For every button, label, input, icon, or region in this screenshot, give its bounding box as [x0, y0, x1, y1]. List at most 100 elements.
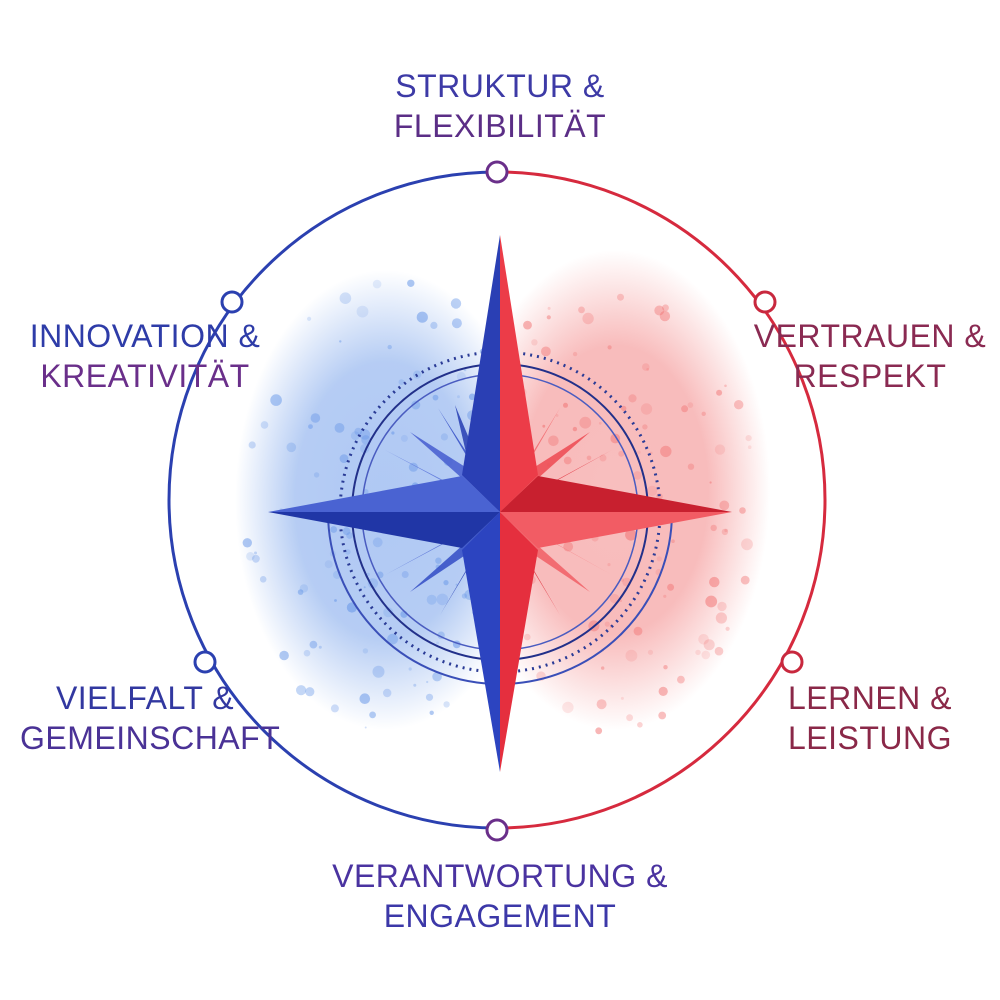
- splash-speckle: [563, 402, 568, 408]
- node-lower-left: [193, 650, 217, 674]
- splash-speckle: [654, 305, 665, 316]
- splash-speckle: [620, 578, 624, 582]
- splash-speckle: [339, 340, 342, 343]
- splash-speckle: [663, 594, 667, 598]
- splash-speckle: [703, 639, 715, 651]
- splash-speckle: [451, 318, 462, 329]
- splash-speckle: [724, 384, 727, 388]
- splash-speckle: [687, 463, 695, 470]
- splash-speckle: [582, 312, 594, 325]
- splash-speckle: [646, 368, 650, 371]
- splash-speckle: [717, 601, 727, 612]
- ray-north-right: [500, 235, 538, 512]
- splash-speckle: [450, 298, 462, 309]
- splash-speckle: [734, 400, 744, 410]
- splash-speckle: [617, 293, 624, 301]
- ray-north-left: [462, 235, 500, 512]
- splash-speckle: [745, 435, 752, 442]
- splash-speckle: [372, 665, 385, 678]
- splash-speckle: [599, 454, 607, 462]
- splash-speckle: [318, 645, 322, 649]
- splash-speckle: [595, 727, 603, 735]
- splash-speckle: [642, 424, 648, 430]
- splash-speckle: [297, 589, 304, 595]
- label-bottom-line2: ENGAGEMENT: [383, 898, 617, 934]
- splash-speckle: [436, 593, 449, 606]
- splash-speckle: [719, 500, 730, 511]
- splash-speckle: [598, 421, 602, 425]
- splash-speckle: [667, 583, 675, 591]
- splash-speckle: [604, 621, 610, 627]
- label-top-line1: STRUKTUR &: [395, 68, 605, 104]
- label-lower-right-line1: LERNEN &: [787, 680, 953, 716]
- ring-nodes: [193, 160, 804, 842]
- label-upper-right-line2: RESPEKT: [793, 358, 947, 394]
- splash-speckle: [339, 292, 352, 305]
- splash-speckle: [524, 633, 531, 641]
- splash-speckle: [586, 455, 592, 461]
- ray-west-top: [268, 476, 500, 512]
- splash-speckle: [408, 462, 418, 472]
- splash-speckle: [461, 593, 467, 599]
- splash-speckle: [546, 315, 551, 320]
- splash-speckle: [698, 634, 709, 645]
- splash-speckle: [681, 405, 689, 413]
- splash-speckle: [548, 435, 559, 447]
- label-lower-left-line2: GEMEINSCHAFT: [20, 720, 281, 756]
- ring-arc-right: [496, 170, 827, 830]
- splash-speckle: [658, 686, 668, 697]
- splash-speckle: [642, 363, 650, 371]
- splash-speckle: [626, 714, 633, 722]
- node-upper-right: [753, 290, 777, 314]
- splash-speckle: [432, 671, 442, 682]
- splash-speckle: [647, 485, 658, 496]
- splash-speckle: [324, 560, 333, 569]
- node-lower-right: [780, 650, 804, 674]
- splash-speckle: [671, 539, 675, 543]
- node-top: [485, 160, 509, 184]
- splash-speckle: [579, 416, 592, 429]
- splash-speckle: [596, 699, 607, 710]
- splash-speckle: [383, 688, 392, 698]
- splash-speckle: [687, 402, 694, 408]
- splash-speckle: [345, 549, 351, 555]
- splash-speckle: [601, 666, 605, 670]
- splash-speckle: [246, 552, 255, 561]
- splash-speckle: [662, 304, 669, 312]
- splash-speckle: [609, 593, 620, 604]
- splash-speckle: [443, 580, 449, 586]
- splash-speckle: [547, 306, 551, 310]
- splash-speckle: [362, 648, 369, 654]
- splash-speckle: [303, 649, 311, 657]
- splash-speckle: [633, 626, 643, 636]
- splash-speckle: [425, 693, 434, 701]
- splash-speckle: [637, 450, 641, 454]
- splash-speckle: [660, 445, 672, 458]
- ray-south-left: [462, 512, 500, 772]
- splash-speckle: [305, 687, 315, 697]
- splash-speckle: [359, 693, 371, 704]
- splash-speckle: [725, 626, 730, 631]
- splash-speckle: [578, 306, 585, 314]
- splash-speckle: [695, 649, 701, 656]
- splash-speckle: [248, 441, 256, 449]
- label-lower-right-line2: LEISTUNG: [787, 720, 953, 756]
- splash-speckle: [367, 578, 379, 589]
- splash-speckle: [531, 339, 538, 346]
- splash-speckle: [350, 431, 360, 441]
- splash-speckle: [607, 563, 611, 567]
- splash-speckle: [334, 599, 337, 602]
- node-upper-left: [220, 290, 244, 314]
- splash-speckle: [709, 481, 712, 484]
- splash-speckle: [709, 576, 720, 588]
- splash-speckle: [372, 279, 382, 289]
- label-vielfalt-gemeinschaft: VIELFALT & GEMEINSCHAFT: [20, 678, 281, 758]
- label-innovation-kreativitaet: INNOVATION & KREATIVITÄT: [20, 316, 270, 396]
- splash-speckle: [541, 346, 551, 357]
- label-top-line2: FLEXIBILITÄT: [393, 108, 607, 144]
- splash-speckle: [435, 557, 442, 564]
- ray-west-bottom: [268, 512, 500, 548]
- splash-speckle: [739, 507, 746, 514]
- splash-speckle: [562, 701, 574, 714]
